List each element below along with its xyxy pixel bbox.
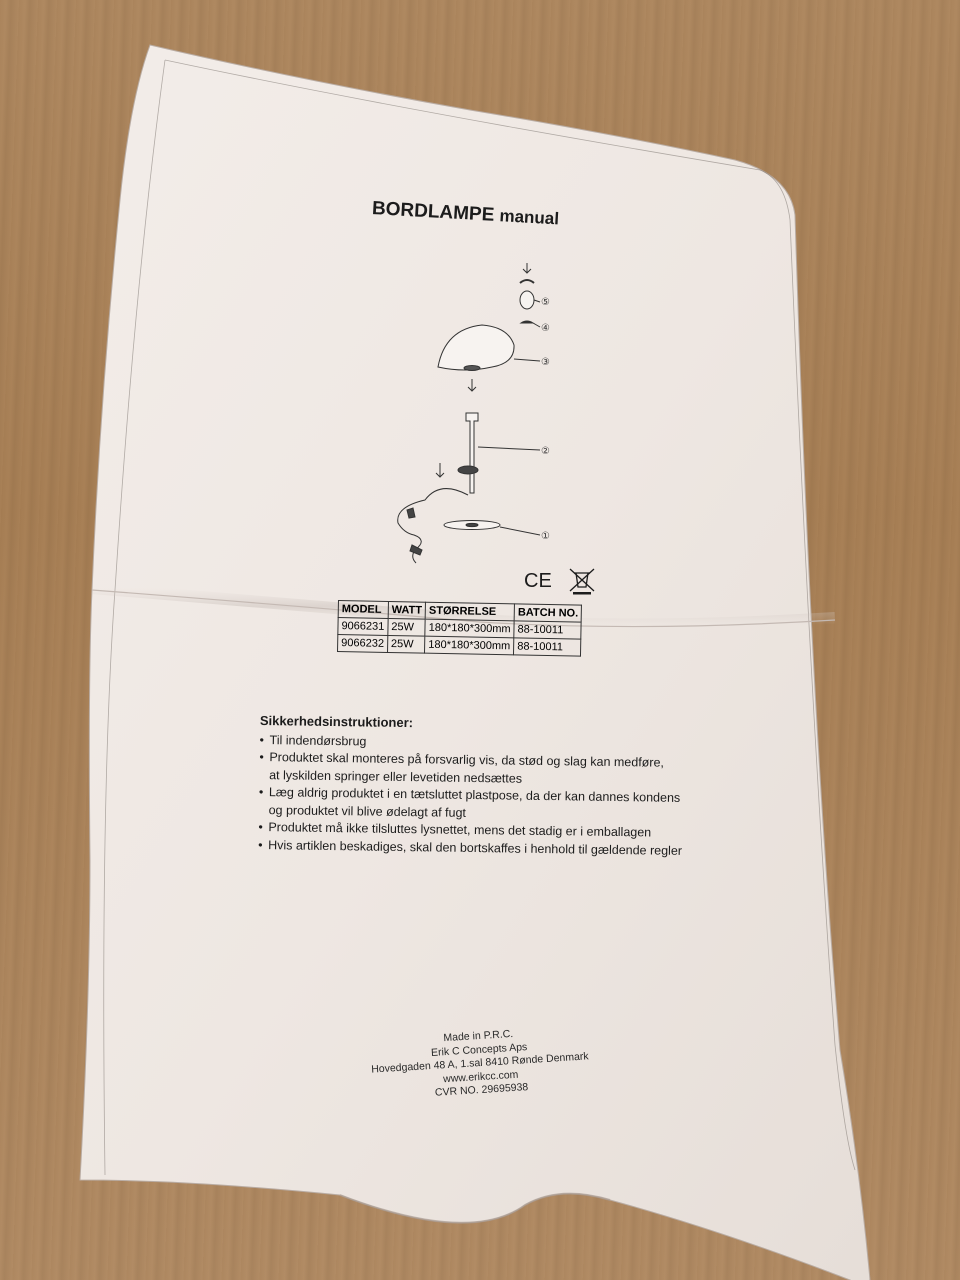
paper-fold [91,582,836,631]
cell-watt: 25W [387,618,426,637]
header-watt: WATT [387,601,426,620]
cell-model: 9066232 [337,634,388,653]
callout-1: ① [541,531,550,542]
safety-text: Produktet må ikke tilsluttes lysnettet, … [268,820,652,840]
cell-batch: 88-10011 [513,620,582,640]
cell-watt: 25W [387,635,425,654]
title-suffix: manual [499,206,560,229]
safety-text: Læg aldrig produktet i en tætsluttet pla… [268,785,681,805]
weee-bin-icon [569,568,595,595]
cell-model: 9066231 [337,617,388,636]
arrow-middle [467,379,477,392]
paper-sheet [79,44,871,1280]
header-batch: BATCH NO. [514,603,582,623]
switch [406,507,416,519]
bulb [519,290,535,310]
cell-batch: 88-10011 [513,637,582,657]
callout-3: ③ [541,357,550,368]
cell-size: 180*180*300mm [424,636,514,655]
header-size: STØRRELSE [425,602,515,621]
plug [409,544,423,556]
arrow-left [435,463,445,478]
bullet-icon: • [259,732,265,747]
lamp-stem [465,412,479,494]
assembly-diagram: ⑤ ④ ③ ② ① [397,263,550,564]
safety-text: Produktet skal monteres på forsvarlig vi… [269,750,665,770]
bullet-icon: • [258,837,263,852]
ce-mark: CE [524,570,552,592]
header-model: MODEL [338,600,389,619]
socket-ring [519,320,535,324]
list-item: •Læg aldrig produktet i en tætsluttet pl… [259,784,683,825]
safety-instructions: Sikkerhedsinstruktioner: •Til indendørsb… [258,712,684,860]
stem-ring [457,465,479,475]
safety-text: Til indendørsbrug [269,732,367,748]
cell-size: 180*180*300mm [424,619,515,638]
bullet-icon: • [259,749,264,765]
certification-marks: CE [524,568,595,595]
arrow-top [522,263,532,274]
bulb-ring [519,279,535,284]
callout-4: ④ [541,323,550,334]
spec-table: MODEL WATT STØRRELSE BATCH NO. 9066231 2… [337,600,582,657]
manufacturer-footer: Made in P.R.C. Erik C Concepts Aps Hoved… [368,1023,592,1104]
callout-5: ⑤ [541,297,550,308]
bullet-icon: • [258,784,264,800]
list-item: • Produktet skal monteres på forsvarlig v… [259,749,683,790]
paper-fold-line [91,589,836,628]
lamp-shade [437,324,515,371]
bullet-icon: • [258,819,263,835]
paper-shadow [339,1192,611,1224]
callout-2: ② [541,446,550,457]
